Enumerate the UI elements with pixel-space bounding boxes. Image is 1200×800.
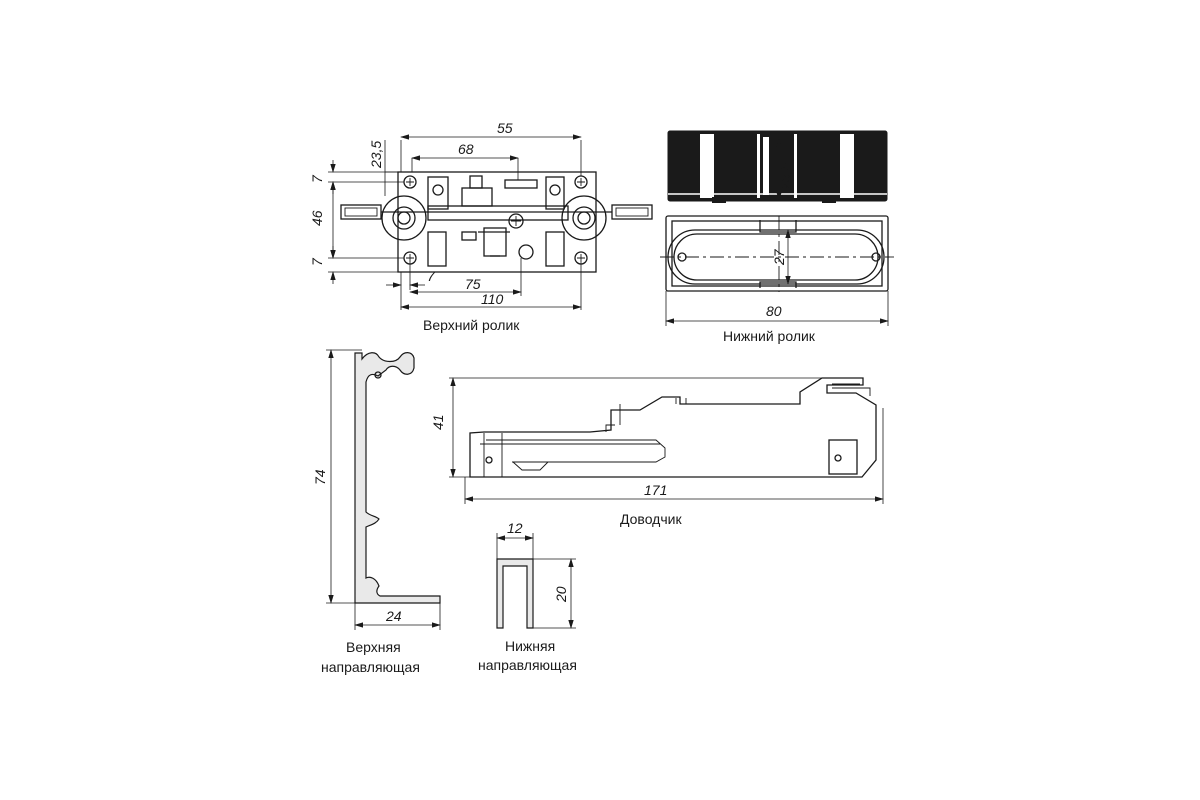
upper-rail-profile	[354, 352, 441, 604]
lower-roller-drawing: 25,5 27 80 Нижний ролик	[660, 130, 894, 344]
upper-roller-plate	[397, 171, 597, 273]
dim-68: 68	[458, 141, 474, 157]
dim-75: 75	[465, 276, 481, 292]
closer-drawing: 41 171 Доводчик	[430, 377, 884, 527]
caption-closer: Доводчик	[620, 511, 682, 527]
caption-lower-rail-line1: Нижняя	[505, 638, 555, 654]
caption-upper-roller: Верхний ролик	[423, 317, 520, 333]
caption-lower-rail-line2: направляющая	[478, 657, 577, 673]
dim-55: 55	[497, 120, 513, 136]
caption-lower-roller: Нижний ролик	[723, 328, 816, 344]
dim-23-5: 23,5	[368, 141, 384, 169]
upper-roller-left-arm	[340, 204, 382, 220]
upper-roller-left-wheel	[381, 195, 427, 241]
dim-7-top: 7	[309, 174, 325, 183]
dim-24: 24	[385, 608, 402, 624]
dim-74: 74	[312, 469, 328, 485]
upper-roller-right-wheel	[561, 195, 607, 241]
upper-rail-drawing: 74 24 Верхняя направляющая	[312, 349, 441, 675]
lower-rail-drawing: 12 20 Нижняя направляющая	[478, 520, 577, 673]
dim-46: 46	[309, 210, 325, 226]
dim-25-5: 25,5	[777, 163, 793, 191]
dim-80: 80	[766, 303, 782, 319]
lower-roller-bottom-view	[660, 215, 894, 292]
dim-41: 41	[430, 414, 446, 430]
dim-7-bottom: 7	[309, 257, 325, 266]
upper-roller-drawing: 55 68 23,5 7 46 7 7 75 110 Верхний ролик	[309, 120, 653, 333]
dim-7-horizontal: 7	[427, 268, 436, 284]
caption-upper-rail-line2: направляющая	[321, 659, 420, 675]
dim-110: 110	[481, 291, 504, 307]
dim-12: 12	[507, 520, 523, 536]
closer-body-outline	[469, 377, 877, 478]
dim-171: 171	[644, 482, 667, 498]
lower-rail-profile	[496, 558, 534, 629]
dim-27: 27	[771, 248, 787, 266]
upper-roller-right-arm	[611, 204, 653, 220]
caption-upper-rail-line1: Верхняя	[346, 639, 401, 655]
dim-20: 20	[553, 586, 569, 603]
